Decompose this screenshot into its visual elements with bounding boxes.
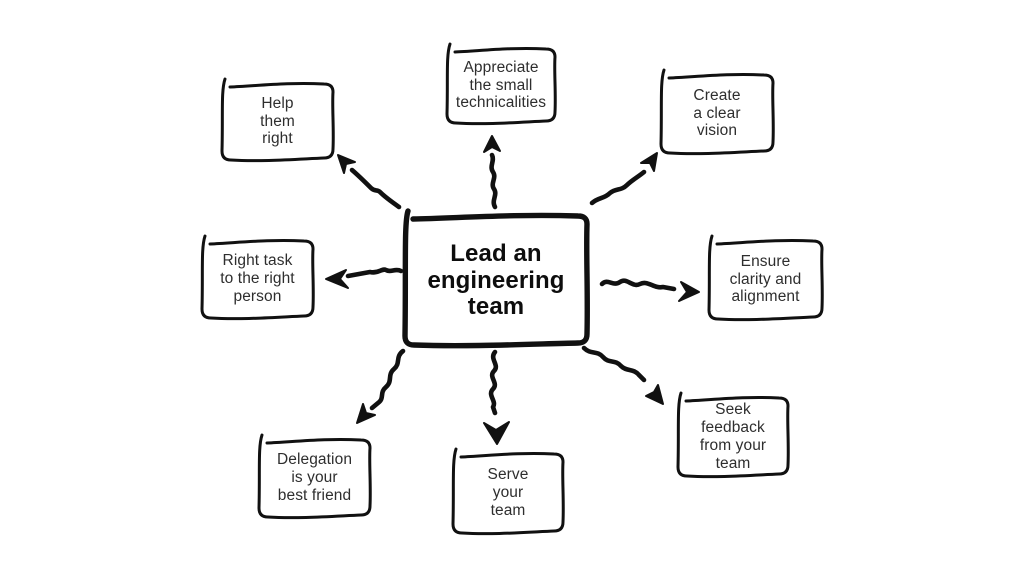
box-create-clear-vision	[659, 68, 775, 156]
box-delegation-best-friend	[257, 433, 372, 520]
arrow-to-appreciate-small-technicalities	[483, 135, 501, 210]
arrow-to-delegation-best-friend	[356, 348, 406, 424]
node-boxes	[200, 42, 824, 536]
box-right-task-right-person	[200, 234, 315, 321]
arrow-to-seek-feedback-from-team	[581, 345, 664, 405]
box-lead-engineering-team	[402, 208, 590, 349]
arrow-to-serve-your-team	[483, 349, 510, 445]
arrow-to-create-clear-vision	[589, 152, 658, 206]
connector-arrows	[325, 135, 700, 445]
box-ensure-clarity-alignment	[707, 234, 824, 322]
arrow-to-ensure-clarity-alignment	[599, 278, 700, 302]
box-help-them-right	[220, 77, 335, 163]
box-appreciate-small-technicalities	[445, 42, 557, 126]
box-seek-feedback-from-team	[676, 391, 790, 479]
arrow-to-right-task-right-person	[325, 267, 404, 289]
arrow-to-help-them-right	[337, 154, 402, 210]
box-serve-your-team	[451, 447, 565, 536]
